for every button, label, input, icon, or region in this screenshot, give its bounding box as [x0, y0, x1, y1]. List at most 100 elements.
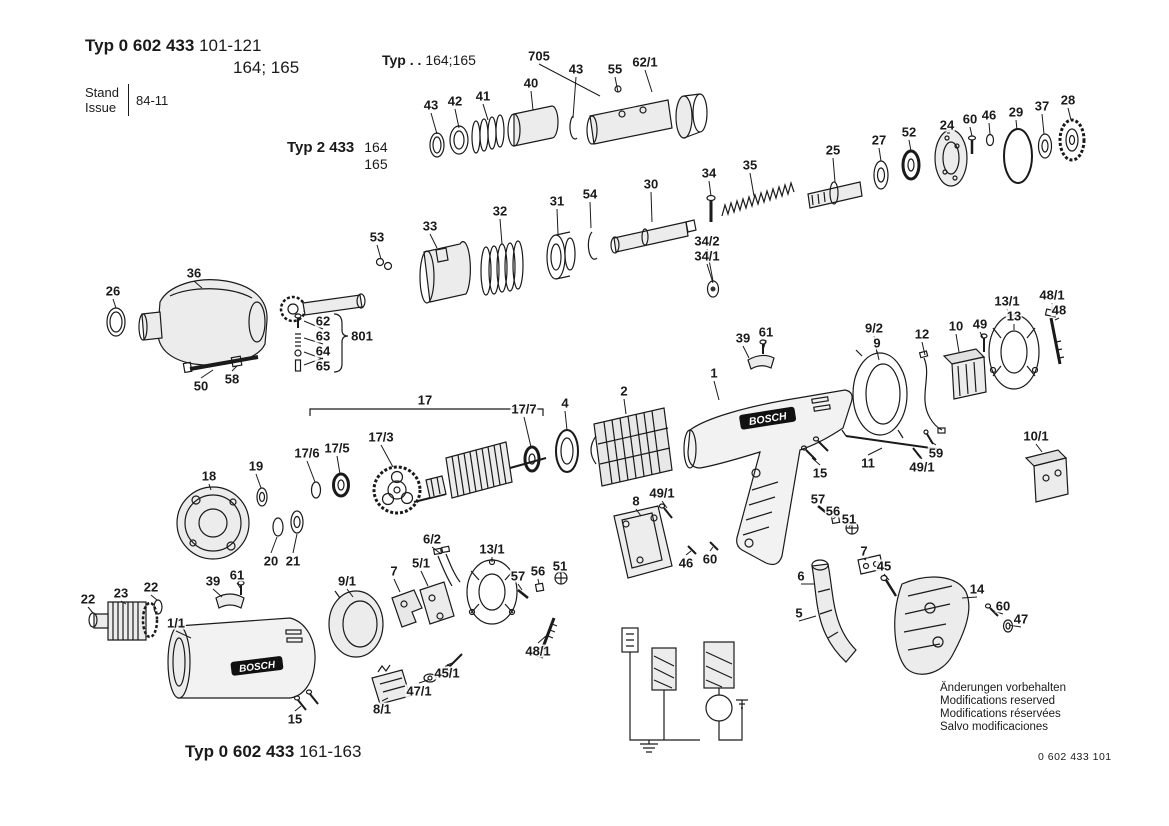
leader-line	[921, 341, 926, 356]
type-variants: 164 165	[364, 139, 387, 173]
cable-handle-group	[811, 554, 1014, 675]
leader-line	[817, 506, 823, 509]
leader-line	[661, 500, 668, 509]
leader-line	[749, 172, 755, 197]
leader-line	[294, 705, 302, 712]
leader-line	[430, 112, 438, 135]
leader-line	[589, 201, 592, 229]
leader-line	[346, 588, 354, 598]
field-housing-group: BOSCH	[167, 545, 568, 711]
leader-line	[1041, 113, 1045, 135]
leader-line	[1015, 119, 1018, 131]
stand-value: 84-11	[135, 92, 169, 108]
leader-line	[175, 630, 192, 639]
leader-line	[832, 157, 836, 183]
leader-line	[644, 69, 653, 93]
note-es: Salvo modificaciones	[940, 721, 1049, 733]
leader-line	[270, 536, 278, 554]
armature-assembly	[309, 407, 673, 515]
rear-assembly	[800, 308, 1069, 535]
leader-line	[429, 233, 438, 249]
leader-line	[908, 139, 912, 152]
leader-line	[709, 546, 714, 552]
leader-line	[231, 365, 238, 372]
leader-line	[303, 357, 324, 366]
leader-line	[150, 594, 158, 601]
leader-line	[212, 588, 223, 598]
leader-line	[572, 76, 577, 119]
leader-line	[303, 351, 324, 360]
leader-line	[1008, 624, 1022, 628]
type-heading-2433: Typ 2 433 164 165	[287, 139, 388, 173]
leader-line	[120, 600, 127, 605]
type-heading-bottom: Typ 0 602 433 161-163	[185, 742, 361, 762]
type-range: 161-163	[299, 742, 362, 761]
leader-line	[988, 122, 991, 135]
leader-line	[200, 369, 214, 379]
brand-label: BOSCH	[748, 410, 788, 428]
variant-2: 165	[364, 156, 388, 172]
type-number: Typ . .	[382, 52, 422, 68]
leader-line	[883, 573, 890, 581]
leader-line	[564, 410, 568, 431]
leader-line	[255, 473, 262, 489]
chuck-group	[88, 599, 163, 641]
leader-line	[979, 331, 985, 341]
leader-line	[87, 606, 94, 614]
bearing-shield-group	[176, 486, 304, 560]
leader-line	[499, 218, 503, 245]
leader-line	[1067, 107, 1072, 121]
leader-line	[955, 333, 960, 353]
stand-issue-labels: Stand Issue	[85, 85, 119, 115]
brand-label: BOSCH	[239, 660, 277, 675]
leader-line	[614, 76, 619, 93]
leader-line	[742, 345, 750, 359]
leader-line	[798, 615, 817, 622]
leader-line	[431, 546, 442, 555]
leader-line	[876, 350, 880, 361]
leader-line	[380, 444, 394, 468]
leader-line	[873, 335, 878, 354]
type-heading-top: Typ 0 602 433 101-121 164; 165	[85, 36, 299, 78]
leader-line	[1054, 317, 1060, 321]
issue-label: Issue	[85, 100, 117, 115]
top-shaft-assembly	[429, 85, 708, 158]
leader-line	[292, 533, 298, 554]
stand-label: Stand	[85, 85, 119, 100]
suspension-clip	[747, 354, 775, 370]
leader-line	[303, 320, 324, 330]
leader-line	[530, 90, 534, 111]
leader-line	[482, 103, 489, 121]
leader-line	[878, 147, 882, 162]
leader-line	[537, 578, 540, 585]
leader-line	[538, 63, 601, 97]
leader-line	[193, 280, 203, 289]
stand-issue-block: Stand Issue 84-11	[85, 84, 168, 116]
leader-line	[1035, 443, 1043, 453]
type-number: Typ 2 433	[287, 139, 355, 156]
type-number: Typ 0 602 433	[185, 742, 295, 761]
leader-line	[706, 248, 714, 282]
leader-line	[706, 263, 714, 284]
leader-line	[517, 583, 523, 591]
leader-line	[556, 208, 559, 235]
leader-line	[393, 578, 401, 593]
type-heading-mid: Typ . . 164;165	[382, 52, 476, 68]
leader-line	[303, 337, 324, 345]
leader-line	[650, 191, 653, 223]
leader-line	[306, 460, 316, 483]
leader-line	[762, 339, 767, 351]
leader-line	[446, 661, 456, 666]
leader-line	[811, 457, 821, 466]
leader-line	[832, 516, 837, 520]
leader-line	[623, 398, 627, 415]
wiring-diagram	[621, 627, 748, 753]
leader-line	[708, 180, 712, 197]
leader-line	[523, 416, 532, 448]
leader-line	[376, 244, 382, 260]
gear-train-assembly	[106, 118, 1086, 374]
leader-line	[418, 679, 429, 684]
leader-line	[929, 440, 937, 446]
leader-line	[635, 508, 642, 517]
leader-line	[867, 447, 883, 456]
